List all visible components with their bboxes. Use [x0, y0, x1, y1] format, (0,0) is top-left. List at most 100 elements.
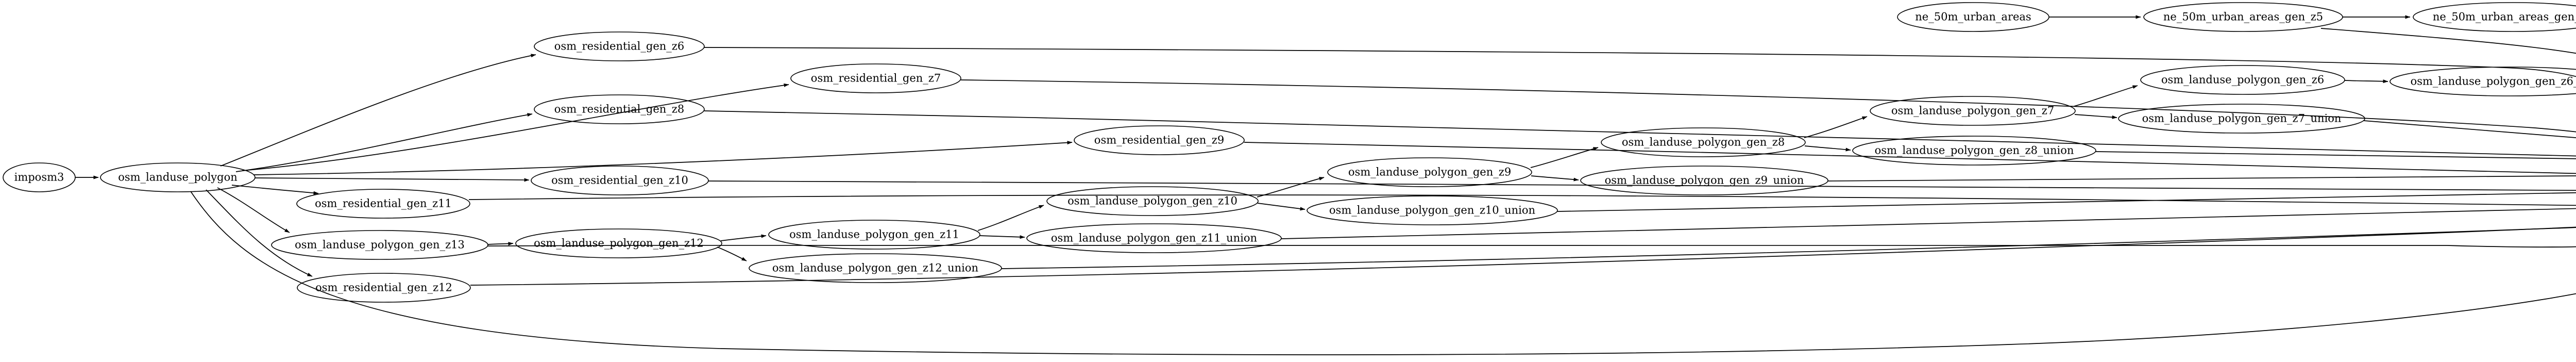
node-osm-residential-gen-z7: osm_residential_gen_z7 — [790, 63, 961, 93]
node-ellipse-osm-landuse-polygon-gen-z12-union — [749, 253, 1002, 283]
edge-ne-50m-urban-areas-gen-z5-to-layer-landuse-z5 — [2320, 28, 2576, 54]
edge-osm-landuse-polygon-to-osm-residential-gen-z11 — [231, 185, 319, 195]
edge-osm-landuse-polygon-gen-z8-to-osm-landuse-polygon-gen-z7 — [1804, 116, 1868, 138]
node-label-osm-residential-gen-z11: osm_residential_gen_z11 — [315, 198, 452, 210]
edge-osm-landuse-polygon-to-osm-residential-gen-z10 — [255, 177, 530, 182]
node-ellipse-ne-50m-urban-areas-gen-z4 — [2413, 2, 2576, 32]
node-label-osm-landuse-polygon: osm_landuse_polygon — [118, 171, 238, 184]
edge-osm-landuse-polygon-to-osm-landuse-polygon-gen-z13 — [217, 187, 290, 233]
node-osm-landuse-polygon-gen-z7-union: osm_landuse_polygon_gen_z7_union — [2118, 104, 2365, 134]
edge-osm-landuse-polygon-gen-z9-to-osm-landuse-polygon-gen-z9-union — [1531, 175, 1579, 182]
node-osm-residential-gen-z9: osm_residential_gen_z9 — [1074, 125, 1245, 155]
edge-osm-residential-gen-z11-to-layer-landuse-z11 — [468, 194, 2576, 206]
node-ellipse-osm-residential-gen-z10 — [531, 166, 709, 195]
node-label-osm-residential-gen-z6: osm_residential_gen_z6 — [554, 40, 684, 53]
node-ellipse-osm-landuse-polygon-gen-z13 — [271, 230, 488, 260]
node-label-osm-landuse-polygon-gen-z9-union: osm_landuse_polygon_gen_z9_union — [1605, 174, 1804, 187]
node-osm-landuse-polygon-gen-z6: osm_landuse_polygon_gen_z6 — [2140, 65, 2345, 95]
node-label-osm-landuse-polygon-gen-z12-union: osm_landuse_polygon_gen_z12_union — [772, 262, 978, 274]
edge-osm-landuse-polygon-gen-z10-to-osm-landuse-polygon-gen-z9 — [1257, 177, 1325, 198]
node-ne-50m-urban-areas-gen-z4: ne_50m_urban_areas_gen_z4 — [2413, 2, 2576, 32]
node-ne-50m-urban-areas-gen-z5: ne_50m_urban_areas_gen_z5 — [2143, 2, 2343, 32]
edge-osm-landuse-polygon-gen-z8-union-to-layer-landuse-z8 — [2095, 151, 2576, 160]
node-osm-residential-gen-z12: osm_residential_gen_z12 — [297, 273, 471, 303]
node-label-osm-landuse-polygon-gen-z8: osm_landuse_polygon_gen_z8 — [1622, 136, 1785, 149]
node-label-ne-50m-urban-areas-gen-z4: ne_50m_urban_areas_gen_z4 — [2433, 11, 2576, 23]
node-ellipse-osm-landuse-polygon-gen-z11 — [768, 220, 980, 250]
node-label-osm-landuse-polygon-gen-z11-union: osm_landuse_polygon_gen_z11_union — [1051, 232, 1257, 244]
edge-osm-landuse-polygon-gen-z7-to-osm-landuse-polygon-gen-z7-union — [2074, 114, 2117, 119]
node-ne-50m-urban-areas: ne_50m_urban_areas — [1897, 2, 2049, 32]
node-osm-landuse-polygon-gen-z10-union: osm_landuse_polygon_gen_z10_union — [1307, 195, 1558, 225]
node-label-osm-landuse-polygon-gen-z9: osm_landuse_polygon_gen_z9 — [1348, 166, 1511, 178]
edge-osm-residential-gen-z6-to-layer-landuse-z6 — [704, 47, 2576, 77]
edge-osm-landuse-polygon-gen-z10-to-osm-landuse-polygon-gen-z10-union — [1257, 203, 1306, 211]
node-osm-landuse-polygon-gen-z6-union: osm_landuse_polygon_gen_z6_union — [2389, 67, 2576, 96]
node-ellipse-osm-residential-gen-z7 — [790, 63, 961, 93]
edge-osm-residential-gen-z9-to-layer-landuse-z9 — [1244, 142, 2576, 174]
edge-osm-landuse-polygon-gen-z8-to-osm-landuse-polygon-gen-z8-union — [1804, 145, 1851, 152]
node-label-osm-residential-gen-z10: osm_residential_gen_z10 — [551, 174, 688, 187]
node-ellipse-osm-residential-gen-z9 — [1074, 125, 1245, 155]
node-ellipse-osm-residential-gen-z8 — [534, 94, 705, 124]
edge-osm-landuse-polygon-gen-z7-to-osm-landuse-polygon-gen-z6 — [2074, 85, 2138, 107]
node-osm-landuse-polygon-gen-z10: osm_landuse_polygon_gen_z10 — [1046, 186, 1259, 216]
node-osm-landuse-polygon-gen-z11: osm_landuse_polygon_gen_z11 — [768, 220, 980, 250]
node-label-osm-landuse-polygon-gen-z11: osm_landuse_polygon_gen_z11 — [789, 228, 959, 241]
edge-osm-landuse-polygon-to-osm-residential-gen-z12 — [206, 189, 313, 277]
edge-osm-landuse-polygon-to-osm-residential-gen-z8 — [235, 113, 533, 172]
node-label-ne-50m-urban-areas: ne_50m_urban_areas — [1915, 11, 2031, 23]
node-osm-residential-gen-z8: osm_residential_gen_z8 — [534, 94, 705, 124]
node-label-osm-residential-gen-z12: osm_residential_gen_z12 — [315, 282, 452, 294]
node-ellipse-osm-landuse-polygon-gen-z10-union — [1307, 195, 1558, 225]
node-ellipse-osm-landuse-polygon-gen-z7 — [1870, 96, 2076, 126]
node-ellipse-osm-landuse-polygon-gen-z10 — [1046, 186, 1259, 216]
node-ellipse-osm-landuse-polygon — [100, 162, 256, 192]
node-label-imposm3: imposm3 — [14, 171, 64, 184]
node-label-osm-residential-gen-z7: osm_residential_gen_z7 — [811, 72, 941, 85]
node-label-osm-landuse-polygon-gen-z12: osm_landuse_polygon_gen_z12 — [534, 237, 704, 250]
node-osm-landuse-polygon-gen-z12-union: osm_landuse_polygon_gen_z12_union — [749, 253, 1002, 283]
edge-osm-landuse-polygon-gen-z7-union-to-layer-landuse-z7 — [2363, 120, 2576, 138]
edge-osm-landuse-polygon-to-osm-residential-gen-z7 — [242, 83, 789, 171]
node-label-osm-residential-gen-z9: osm_residential_gen_z9 — [1094, 134, 1224, 146]
edge-osm-landuse-polygon-gen-z11-to-osm-landuse-polygon-gen-z11-union — [979, 235, 1025, 239]
node-osm-residential-gen-z10: osm_residential_gen_z10 — [531, 166, 709, 195]
edge-osm-landuse-polygon-to-osm-residential-gen-z9 — [253, 141, 1073, 175]
edge-osm-landuse-polygon-gen-z12-to-osm-landuse-polygon-gen-z12-union — [717, 246, 747, 261]
node-osm-landuse-polygon: osm_landuse_polygon — [100, 162, 256, 192]
edge-osm-landuse-polygon-to-osm-residential-gen-z6 — [220, 54, 536, 167]
node-osm-landuse-polygon-gen-z12: osm_landuse_polygon_gen_z12 — [515, 228, 722, 258]
edge-osm-landuse-polygon-gen-z9-to-osm-landuse-polygon-gen-z8 — [1530, 147, 1599, 168]
node-osm-landuse-polygon-gen-z7: osm_landuse_polygon_gen_z7 — [1870, 96, 2076, 126]
node-label-osm-landuse-polygon-gen-z7-union: osm_landuse_polygon_gen_z7_union — [2142, 112, 2342, 125]
node-label-osm-landuse-polygon-gen-z10-union: osm_landuse_polygon_gen_z10_union — [1329, 204, 1535, 217]
node-label-osm-landuse-polygon-gen-z8-union: osm_landuse_polygon_gen_z8_union — [1875, 144, 2074, 157]
node-ellipse-osm-landuse-polygon-gen-z6-union — [2389, 67, 2576, 96]
node-osm-landuse-polygon-gen-z9: osm_landuse_polygon_gen_z9 — [1327, 157, 1532, 187]
node-ellipse-osm-residential-gen-z11 — [296, 189, 470, 219]
node-osm-residential-gen-z6: osm_residential_gen_z6 — [534, 31, 705, 61]
node-ellipse-osm-landuse-polygon-gen-z12 — [515, 228, 722, 258]
node-osm-residential-gen-z11: osm_residential_gen_z11 — [296, 189, 470, 219]
edge-osm-residential-gen-z7-to-layer-landuse-z7 — [960, 79, 2576, 133]
node-label-ne-50m-urban-areas-gen-z5: ne_50m_urban_areas_gen_z5 — [2163, 11, 2323, 23]
node-osm-landuse-polygon-gen-z13: osm_landuse_polygon_gen_z13 — [271, 230, 488, 260]
node-ellipse-osm-landuse-polygon-gen-z9-union — [1580, 166, 1828, 195]
edge-osm-landuse-polygon-gen-z6-to-osm-landuse-polygon-gen-z6-union — [2344, 79, 2388, 84]
node-ellipse-osm-residential-gen-z12 — [297, 273, 471, 303]
node-ellipse-osm-residential-gen-z6 — [534, 31, 705, 61]
node-osm-landuse-polygon-gen-z11-union: osm_landuse_polygon_gen_z11_union — [1026, 223, 1282, 253]
node-label-osm-landuse-polygon-gen-z6-union: osm_landuse_polygon_gen_z6_union — [2411, 75, 2576, 88]
edge-osm-landuse-polygon-gen-z12-to-osm-landuse-polygon-gen-z11 — [720, 234, 767, 241]
edge-osm-residential-gen-z10-to-layer-landuse-z10 — [708, 180, 2576, 191]
node-imposm3: imposm3 — [3, 162, 76, 192]
edge-osm-landuse-polygon-gen-z13-to-osm-landuse-polygon-gen-z12 — [487, 242, 514, 246]
node-label-osm-landuse-polygon-gen-z7: osm_landuse_polygon_gen_z7 — [1891, 105, 2054, 117]
node-label-osm-landuse-polygon-gen-z6: osm_landuse_polygon_gen_z6 — [2161, 74, 2324, 86]
node-osm-landuse-polygon-gen-z9-union: osm_landuse_polygon_gen_z9_union — [1580, 166, 1828, 195]
node-label-osm-landuse-polygon-gen-z13: osm_landuse_polygon_gen_z13 — [295, 239, 465, 251]
node-ellipse-osm-landuse-polygon-gen-z6 — [2140, 65, 2345, 95]
